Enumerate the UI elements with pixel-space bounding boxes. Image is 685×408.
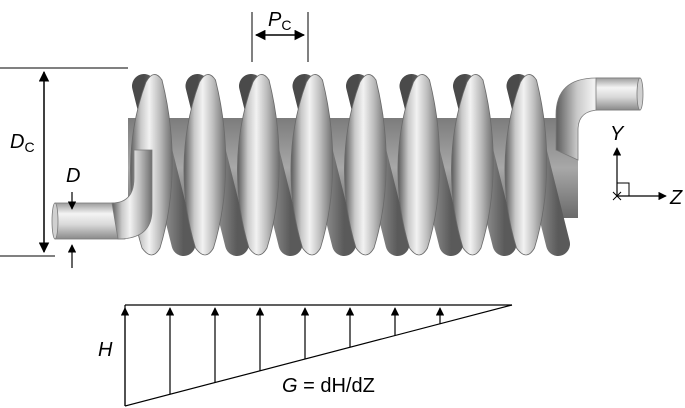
coil-front-strand <box>451 74 494 256</box>
outlet-tube <box>555 77 644 161</box>
coil-diameter-label: DC <box>10 131 35 155</box>
coil-front-strand <box>290 74 334 256</box>
coil-front-strand <box>237 74 280 256</box>
gradient-label: G = dH/dZ <box>282 375 375 397</box>
pitch-dimension: PC <box>251 9 309 62</box>
head-label: H <box>98 339 113 361</box>
coil-front-strand <box>397 74 441 256</box>
coordinate-axes: Y Z <box>610 123 683 209</box>
pitch-label: PC <box>268 9 291 33</box>
coil-front-strand <box>344 74 387 256</box>
head-profile: H G = dH/dZ <box>98 304 513 407</box>
axis-y-label: Y <box>610 123 625 145</box>
helical-coil <box>128 74 578 256</box>
coil-front-strand <box>504 74 548 256</box>
head-arrows <box>120 307 445 406</box>
axis-z-label: Z <box>669 187 683 209</box>
coil-diameter-dimension: DC <box>0 67 128 257</box>
coil-front-strand <box>183 74 227 256</box>
tube-diameter-dimension: D <box>66 165 80 268</box>
tube-diameter-label: D <box>66 165 80 187</box>
inlet-tube <box>51 149 153 240</box>
